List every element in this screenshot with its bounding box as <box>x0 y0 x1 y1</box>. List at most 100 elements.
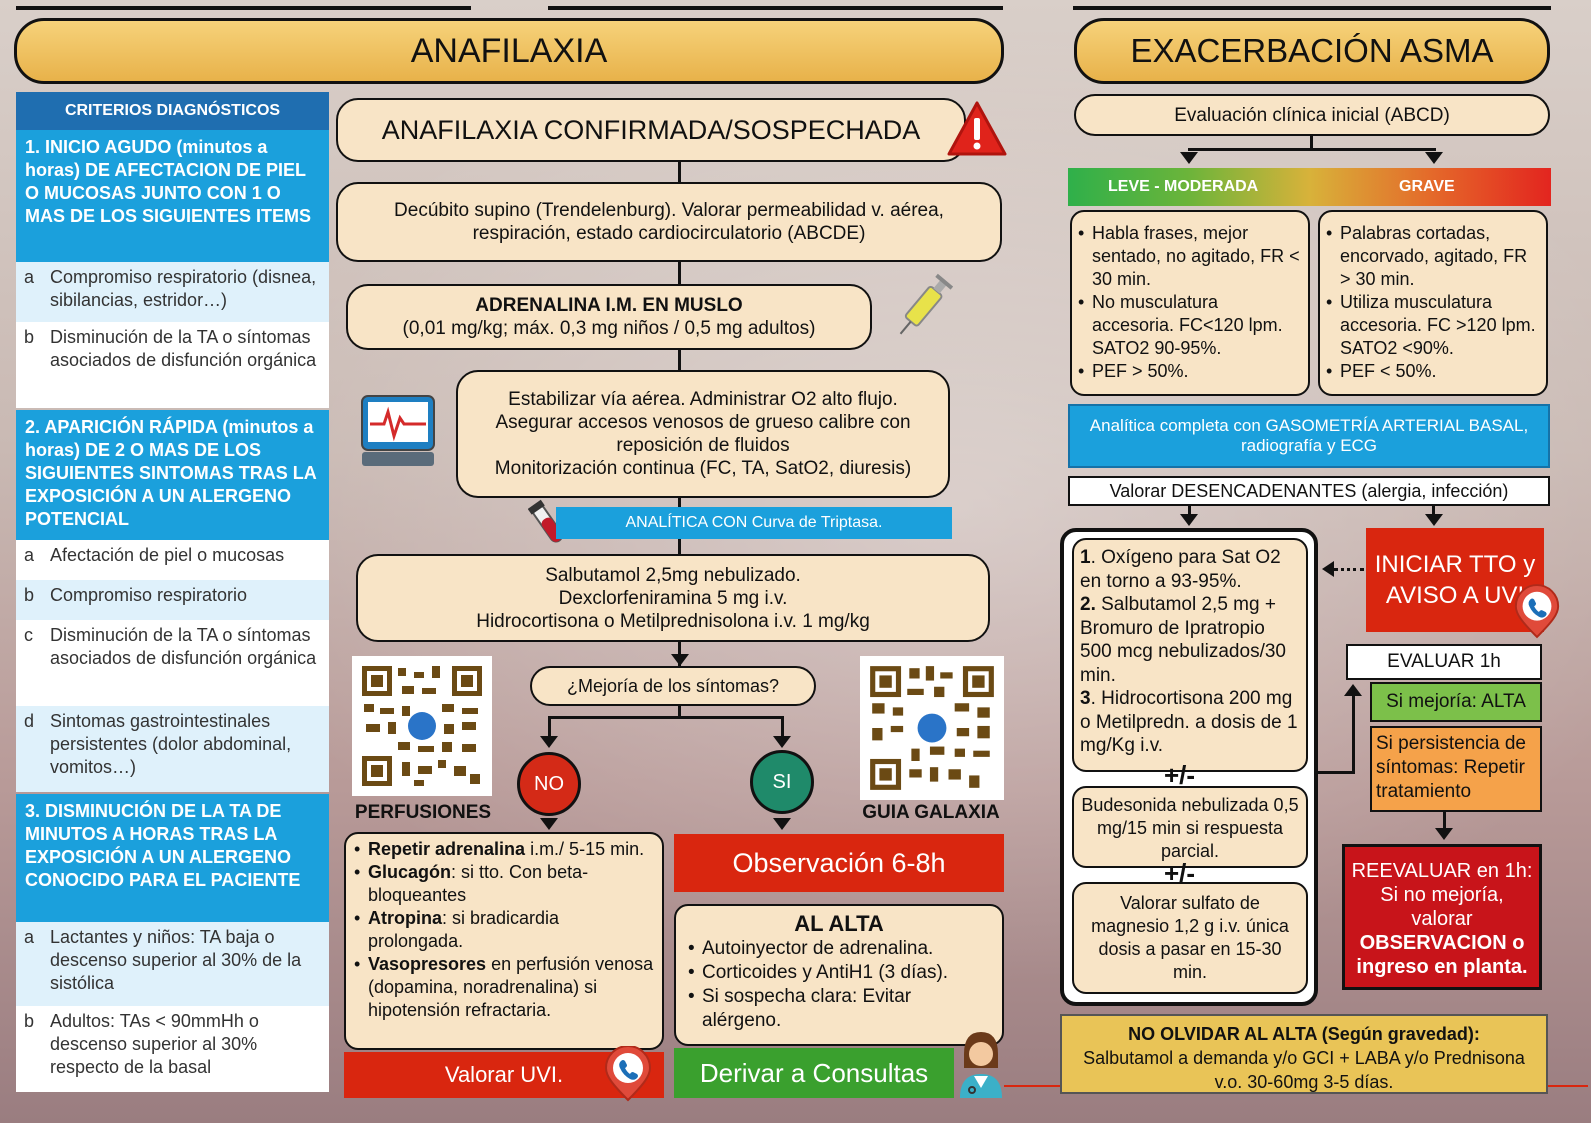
budesonida-box: Budesonida nebulizada 0,5 mg/15 min si r… <box>1072 786 1308 868</box>
qr-perfusiones[interactable] <box>352 656 492 796</box>
asma-title: EXACERBACIÓN ASMA <box>1130 32 1494 69</box>
flow-arrow <box>773 736 791 748</box>
flow-arrow <box>1180 514 1198 526</box>
qr-perfusiones-label: PERFUSIONES <box>354 802 492 823</box>
flow-arrow <box>671 654 689 666</box>
asma-title-banner: EXACERBACIÓN ASMA <box>1074 18 1550 84</box>
grave-item: Utiliza musculatura accesoria. FC >120 l… <box>1324 291 1542 360</box>
phone-pin-icon <box>602 1045 654 1102</box>
doctor-icon <box>956 1028 1006 1098</box>
leve-item: Habla frases, mejor sentado, no agitado,… <box>1076 222 1304 291</box>
no-olvidar-title: NO OLVIDAR AL ALTA (Según gravedad): <box>1128 1024 1480 1044</box>
adrenalina-box: ADRENALINA I.M. EN MUSLO (0,01 mg/kg; má… <box>346 284 872 350</box>
observacion-bar: Observación 6-8h <box>674 834 1004 892</box>
leve-item: No musculatura accesoria. FC<120 lpm. SA… <box>1076 291 1304 360</box>
syringe-icon <box>893 272 954 342</box>
persistencia-box: Si persistencia de síntomas: Repetir tra… <box>1370 726 1542 812</box>
phone-pin-icon <box>1512 584 1562 640</box>
no-circle: NO <box>517 752 581 816</box>
flow-arrow <box>1425 514 1443 526</box>
no-action-item: Glucagón: si tto. Con beta-bloqueantes <box>352 861 656 907</box>
si-circle: SI <box>750 750 814 814</box>
leve-item: PEF > 50%. <box>1076 360 1304 383</box>
top-rule <box>16 6 471 10</box>
no-action-item: Repetir adrenalina i.m./ 5-15 min. <box>352 838 656 861</box>
flow-connector <box>548 716 784 719</box>
leve-criteria-box: Habla frases, mejor sentado, no agitado,… <box>1070 210 1310 396</box>
flow-connector <box>1188 148 1436 151</box>
reevaluar-box: REEVALUAR en 1h: Si no mejoría, valorar … <box>1342 844 1542 990</box>
question-box: ¿Mejoría de los síntomas? <box>530 666 816 706</box>
top-rule <box>1073 6 1551 10</box>
flow-connector <box>678 706 681 718</box>
alta-item: Autoinyector de adrenalina. <box>686 937 992 961</box>
flow-connector <box>1432 506 1435 516</box>
anafilaxia-title: ANAFILAXIA <box>410 31 608 70</box>
no-actions-box: Repetir adrenalina i.m./ 5-15 min. Gluca… <box>344 832 664 1050</box>
flow-arrow <box>773 818 791 830</box>
mejoria-alta-box: Si mejoría: ALTA <box>1370 682 1542 722</box>
flow-connector <box>1310 136 1313 150</box>
grave-item: PEF < 50%. <box>1324 360 1542 383</box>
tratamiento-box: 1. Oxígeno para Sat O2 en torno a 93-95%… <box>1072 538 1308 772</box>
top-rule <box>548 6 1003 10</box>
criterion-2: 2. APARICIÓN RÁPIDA (minutos a horas) DE… <box>16 410 329 540</box>
flow-arrow <box>1322 561 1334 577</box>
no-action-item: Atropina: si bradicardia prolongada. <box>352 907 656 953</box>
derivar-consultas-bar: Derivar a Consultas <box>674 1048 954 1098</box>
evaluar-1h-box: EVALUAR 1h <box>1346 644 1542 680</box>
grave-item: Palabras cortadas, encorvado, agitado, F… <box>1324 222 1542 291</box>
criterion-3: 3. DISMINUCIÓN DE LA TA DE MINUTOS A HOR… <box>16 794 329 922</box>
desencadenantes-box: Valorar DESENCADENANTES (alergia, infecc… <box>1068 476 1550 506</box>
qr-guia-galaxia[interactable] <box>860 656 1004 800</box>
flow-connector <box>548 716 551 738</box>
triptasa-banner: ANALÍTICA CON Curva de Triptasa. <box>556 507 952 539</box>
anafilaxia-confirmed-box: ANAFILAXIA CONFIRMADA/SOSPECHADA <box>336 98 966 162</box>
step-decubito: Decúbito supino (Trendelenburg). Valorar… <box>336 182 1002 262</box>
medication-box: Salbutamol 2,5mg nebulizado. Dexclorfeni… <box>356 554 990 642</box>
no-olvidar-box: NO OLVIDAR AL ALTA (Según gravedad): Sal… <box>1060 1014 1548 1094</box>
flow-connector <box>1318 771 1354 774</box>
tratamiento-item: 1. Oxígeno para Sat O2 en torno a 93-95%… <box>1080 547 1281 592</box>
criterion-1: 1. INICIO AGUDO (minutos a horas) DE AFE… <box>16 130 329 262</box>
qr-guia-galaxia-label: GUIA GALAXIA <box>862 802 1000 823</box>
decorative-rule <box>1548 1085 1588 1087</box>
flow-arrow <box>540 818 558 830</box>
flow-connector <box>1188 506 1191 516</box>
grave-criteria-box: Palabras cortadas, encorvado, agitado, F… <box>1318 210 1548 396</box>
evaluacion-box: Evaluación clínica inicial (ABCD) <box>1074 94 1550 136</box>
flow-connector <box>1352 696 1355 774</box>
decorative-rule <box>1004 1085 1060 1087</box>
anafilaxia-title-banner: ANAFILAXIA <box>14 18 1004 84</box>
alta-title: AL ALTA <box>794 911 884 936</box>
flow-arrow <box>1344 684 1362 696</box>
flow-arrow <box>1425 152 1443 164</box>
asma-analitica-banner: Analítica completa con GASOMETRÍA ARTERI… <box>1068 404 1550 468</box>
no-action-item: Vasopresores en perfusión venosa (dopami… <box>352 953 656 1022</box>
alta-box: AL ALTA Autoinyector de adrenalina. Cort… <box>674 904 1004 1046</box>
leve-label: LEVE - MODERADA <box>1108 178 1259 195</box>
alta-item: Corticoides y AntiH1 (3 días). <box>686 961 992 985</box>
iniciar-tto-box: INICIAR TTO y AVISO A UVI <box>1366 528 1544 632</box>
plus-minus: +/- <box>1164 760 1196 790</box>
warning-icon <box>946 100 1008 158</box>
no-olvidar-text: Salbutamol a demanda y/o GCI + LABA y/o … <box>1083 1048 1525 1092</box>
criteria-header: CRITERIOS DIAGNÓSTICOS <box>16 92 329 130</box>
monitor-icon <box>358 394 438 472</box>
magnesio-box: Valorar sulfato de magnesio 1,2 g i.v. ú… <box>1072 882 1308 994</box>
tratamiento-item: 3. Hidrocortisona 200 mg o Metilpredn. a… <box>1080 688 1298 756</box>
severity-gradient-bar: LEVE - MODERADA GRAVE <box>1068 168 1551 206</box>
flow-arrow <box>1180 152 1198 164</box>
flow-connector <box>781 716 784 738</box>
dotted-connector <box>1334 568 1364 571</box>
flow-arrow <box>540 736 558 748</box>
flow-connector <box>1443 812 1446 832</box>
